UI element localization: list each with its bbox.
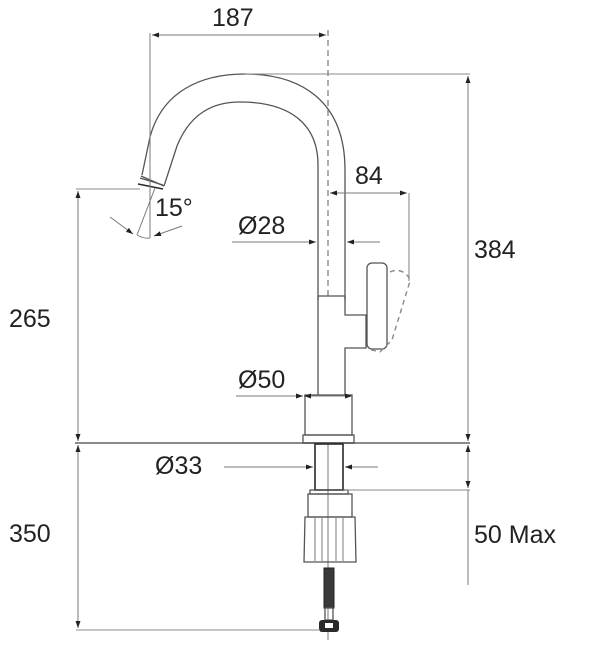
- lever-handle: [366, 193, 411, 353]
- faucet-base: [302, 394, 355, 444]
- threaded-rod: [319, 567, 339, 632]
- dim-spout-angle: [109, 137, 183, 239]
- dim-counter-thickness: [345, 445, 471, 585]
- label-spout-angle: 15°: [155, 194, 193, 222]
- label-shank-diameter: Ø33: [155, 452, 203, 480]
- mounting-shank: [309, 443, 349, 495]
- label-spout-reach: 187: [212, 4, 254, 32]
- label-counter-thickness: 50 Max: [474, 521, 556, 549]
- label-base-diameter: Ø50: [238, 366, 286, 394]
- label-hose-length: 350: [9, 520, 51, 548]
- label-handle-offset: 84: [355, 162, 383, 190]
- spout-body: [137, 73, 346, 300]
- dim-spout-reach: [149, 32, 326, 137]
- label-spout-diameter: Ø28: [238, 212, 286, 240]
- dim-hose-length: [75, 445, 320, 631]
- mounting-nut: [303, 493, 357, 563]
- label-total-height: 384: [474, 236, 516, 264]
- label-spout-height: 265: [9, 305, 51, 333]
- faucet-body: [317, 295, 367, 395]
- dim-spout-height: [75, 188, 140, 441]
